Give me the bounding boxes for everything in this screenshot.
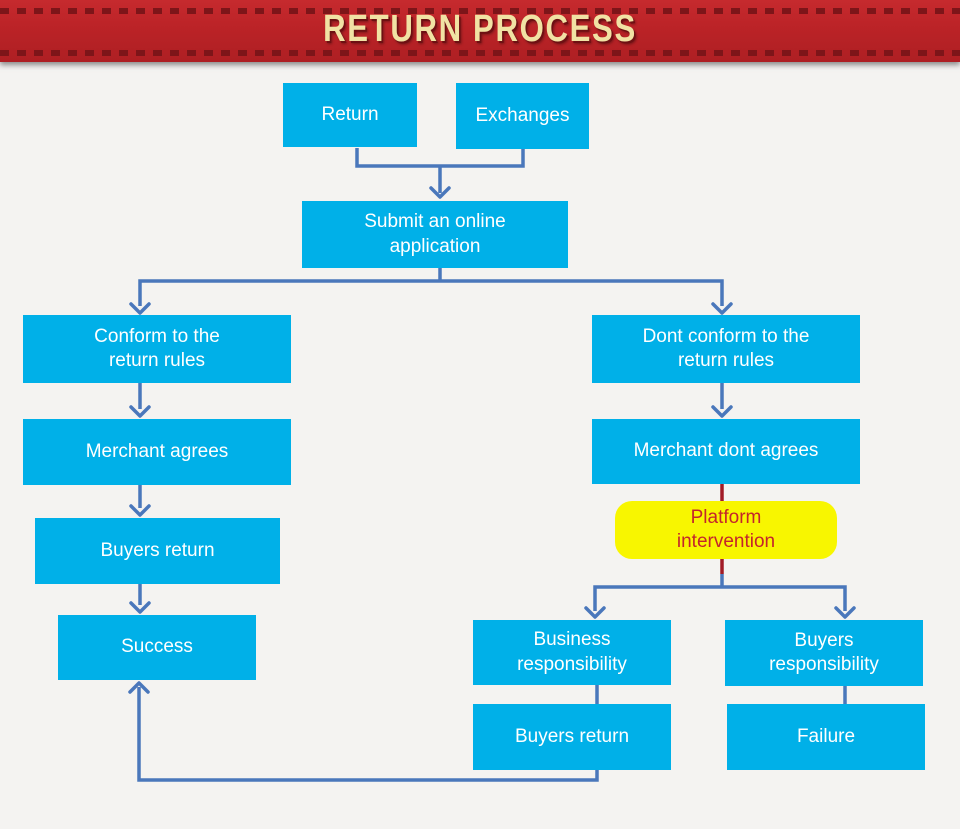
arrowhead-to-conform [129, 302, 151, 315]
arrowhead-to-submit [429, 186, 451, 199]
node-buyers-return-right: Buyers return [473, 704, 671, 770]
node-success: Success [58, 615, 256, 680]
banner-dashed-line-bottom [0, 50, 960, 56]
arrowhead-to-buyers-resp [834, 606, 856, 619]
arrowhead-to-merchant-agrees [129, 405, 151, 418]
page-title: RETURN PROCESS [323, 7, 637, 50]
node-conform-rules: Conform to the return rules [23, 315, 291, 383]
node-return: Return [283, 83, 417, 147]
arrowhead-to-merchant-dont-agrees [711, 405, 733, 418]
node-failure: Failure [727, 704, 925, 770]
connector-main-split [138, 279, 724, 306]
header-banner: RETURN PROCESS [0, 0, 960, 62]
connector-platform-split [593, 585, 847, 611]
arrowhead-to-dont-conform [711, 302, 733, 315]
node-buyers-responsibility: Buyers responsibility [725, 620, 923, 686]
node-merchant-agrees: Merchant agrees [23, 419, 291, 485]
node-submit-application: Submit an online application [302, 201, 568, 268]
node-exchanges: Exchanges [456, 83, 589, 149]
arrowhead-to-business-resp [584, 606, 606, 619]
connector-top-bracket [355, 148, 525, 168]
node-buyers-return-left: Buyers return [35, 518, 280, 584]
arrowhead-to-success [129, 601, 151, 614]
node-platform-intervention: Platform intervention [615, 501, 837, 559]
node-merchant-dont-agrees: Merchant dont agrees [592, 419, 860, 484]
node-business-responsibility: Business responsibility [473, 620, 671, 685]
arrowhead-to-buyers-return [129, 504, 151, 517]
banner-dashed-line-top [0, 8, 960, 14]
arrowhead-up-to-success [128, 681, 150, 694]
node-dont-conform-rules: Dont conform to the return rules [592, 315, 860, 383]
